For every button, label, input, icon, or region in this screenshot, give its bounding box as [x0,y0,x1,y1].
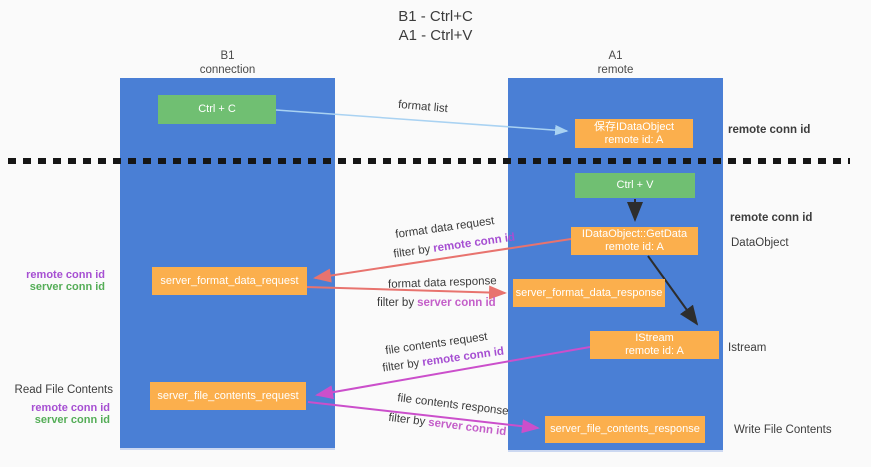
right-column-header: A1 remote [508,49,723,77]
node-format-response-label: server_format_data_response [515,286,663,299]
node-ctrl-c: Ctrl + C [158,95,276,124]
node-file-request-label: server_file_contents_request [157,389,299,402]
right-column-name: A1 [608,50,623,62]
node-save-idataobject-line2: remote id: A [604,133,664,146]
node-istream-line1: IStream [635,332,674,344]
right-remote-conn-id-1: remote conn id [728,124,811,136]
node-istream-line2: remote id: A [625,345,684,357]
node-istream: IStream remote id: A [590,331,719,359]
node-save-idataobject: 保存IDataObject remote id: A [575,119,693,148]
right-column-role: remote [597,64,634,76]
node-server-file-contents-request: server_file_contents_request [150,382,306,410]
node-server-file-contents-response: server_file_contents_response [545,416,705,443]
server-conn-id-text: server conn id [417,297,496,309]
left-server-conn-id-1: server conn id [29,281,105,293]
label-format-data-response: format data response [387,275,497,291]
node-save-idataobject-line1: 保存IDataObject [593,120,675,133]
filter-by-text: filter by [392,243,432,261]
node-file-response-label: server_file_contents_response [550,423,700,435]
right-write-file-contents-label: Write File Contents [734,424,832,436]
filter-by-text: filter by [387,411,426,429]
node-getdata-line2: remote id: A [605,241,664,253]
node-idataobject-getdata: IDataObject::GetData remote id: A [571,227,698,255]
node-ctrl-v-label: Ctrl + V [616,179,654,191]
filter-by-text: filter by [377,297,415,309]
server-conn-id-text: server conn id [427,416,507,439]
label-format-list: format list [397,98,449,116]
title-line-1: B1 - Ctrl+C [398,8,473,25]
node-server-format-data-response: server_format_data_response [513,279,665,307]
left-conn-id-block-1: remote conn id server conn id [0,269,105,293]
node-getdata-line1: IDataObject::GetData [581,228,688,240]
node-server-format-data-request: server_format_data_request [152,267,307,295]
left-column-role: connection [199,64,256,76]
right-istream-label: Istream [728,342,767,354]
left-conn-id-block-2: remote conn id server conn id [0,402,110,426]
node-ctrl-v: Ctrl + V [575,173,695,198]
diagram-title: B1 - Ctrl+C A1 - Ctrl+V [0,7,871,45]
left-remote-conn-id-2: remote conn id [31,402,110,414]
right-remote-conn-id-2: remote conn id [730,212,813,224]
dashed-separator [8,158,850,164]
left-remote-conn-id-1: remote conn id [26,269,105,281]
filter-by-text: filter by [381,357,421,375]
left-read-file-contents-label: Read File Contents [14,384,113,396]
left-column-header: B1 connection [120,49,335,77]
left-column-name: B1 [220,50,235,62]
remote-conn-id-text: remote conn id [432,231,516,255]
left-server-conn-id-2: server conn id [34,414,110,426]
right-dataobject-label: DataObject [731,237,789,249]
node-format-request-label: server_format_data_request [160,274,299,287]
title-line-2: A1 - Ctrl+V [398,27,473,44]
node-ctrl-c-label: Ctrl + C [198,103,236,115]
